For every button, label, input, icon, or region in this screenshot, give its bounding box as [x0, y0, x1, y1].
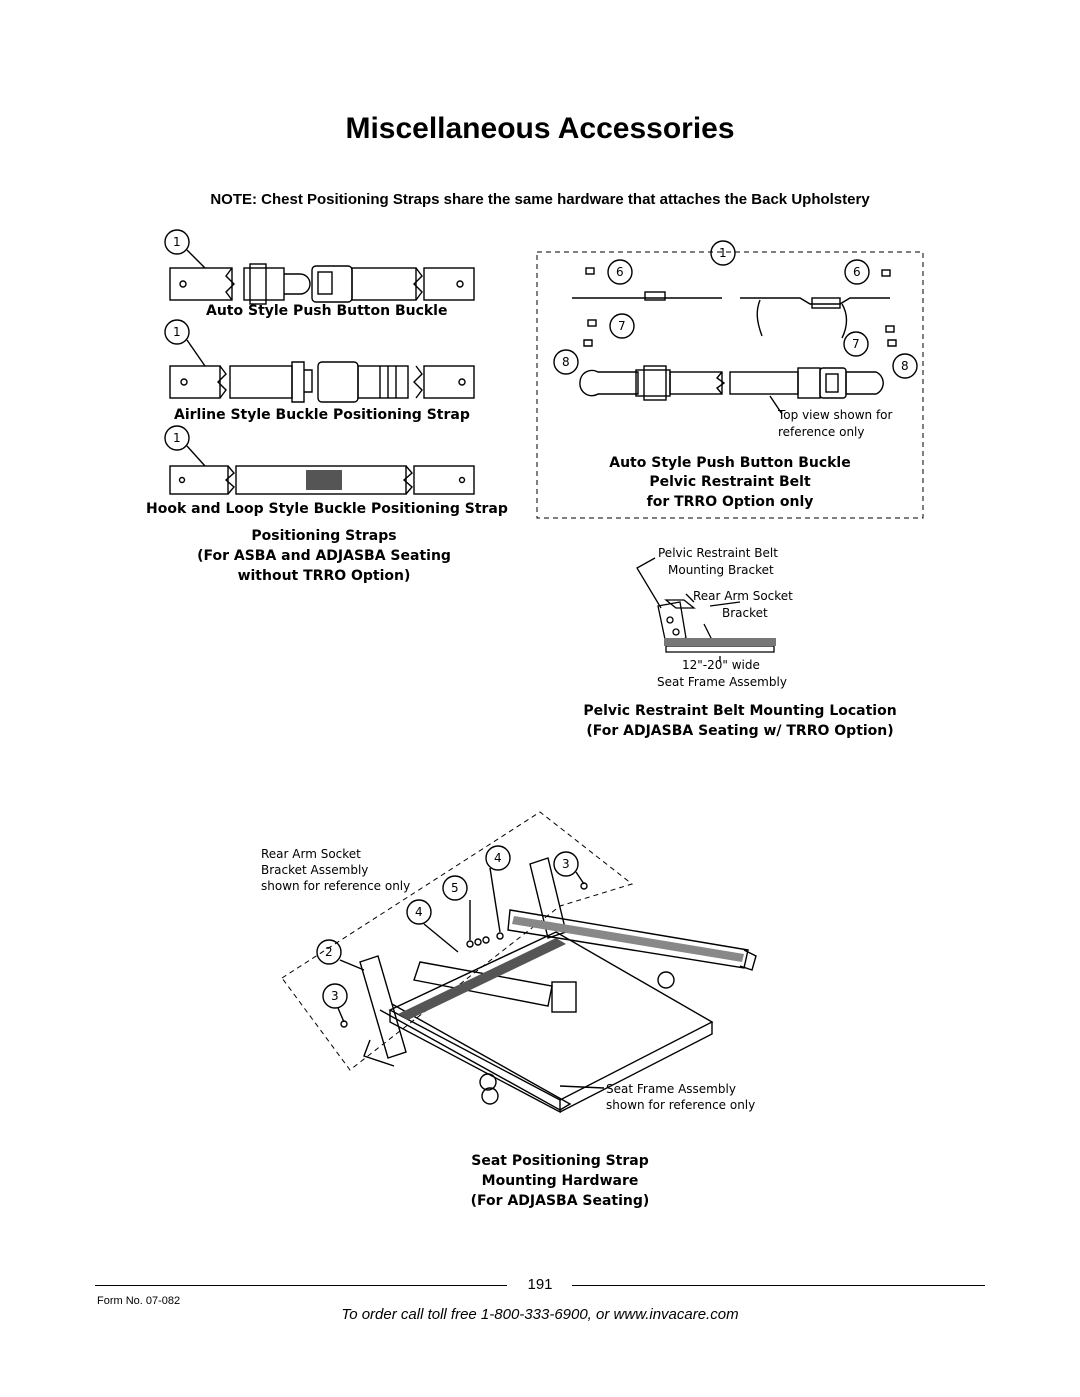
page-number: 191 [527, 1276, 553, 1293]
hardware-note: NOTE: Chest Positioning Straps share the… [210, 191, 870, 208]
seat-label-1: Rear Arm Socket [261, 847, 361, 861]
strap-drawings [164, 229, 475, 495]
pelvic-callout-1: 1 [719, 246, 727, 260]
seat-caption-3: (For ADJASBA Seating) [470, 1193, 650, 1209]
footer-rule-left [95, 1285, 507, 1286]
mounting-location-caption-2: (For ADJASBA Seating w/ TRRO Option) [586, 723, 894, 739]
bracket-label-2: Mounting Bracket [668, 563, 774, 577]
seat-callout-4-right: 4 [494, 851, 502, 865]
seat-label-5: shown for reference only [606, 1098, 756, 1112]
airline-buckle-strap-label: Airline Style Buckle Positioning Strap [174, 407, 470, 423]
seat-caption-1: Seat Positioning Strap [471, 1153, 649, 1169]
top-view-note-2: reference only [778, 425, 865, 439]
seat-callout-5: 5 [451, 881, 459, 895]
callout-1-strap-hook-loop: 1 [173, 431, 181, 445]
seat-callout-2: 2 [325, 945, 333, 959]
bracket-label-3: Rear Arm Socket [693, 589, 793, 603]
pelvic-callout-6-left: 6 [616, 265, 624, 279]
top-view-note-1: Top view shown for [778, 408, 893, 422]
pelvic-belt-drawing [536, 240, 924, 519]
positioning-straps-caption-1: Positioning Straps [251, 528, 397, 544]
seat-label-2: Bracket Assembly [261, 863, 369, 877]
pelvic-callout-8-right: 8 [901, 359, 909, 373]
footer-rule-right [572, 1285, 985, 1286]
seat-label-3: shown for reference only [261, 879, 411, 893]
pelvic-callout-6-right: 6 [853, 265, 861, 279]
order-info: To order call toll free 1-800-333-6900, … [341, 1306, 739, 1323]
seat-callout-3-left: 3 [331, 989, 339, 1003]
callout-1-strap-auto: 1 [173, 235, 181, 249]
positioning-straps-caption-2: (For ASBA and ADJASBA Seating [197, 548, 451, 564]
bracket-label-4: Bracket [722, 606, 768, 620]
seat-callout-3-right: 3 [562, 857, 570, 871]
mounting-location-caption-1: Pelvic Restraint Belt Mounting Location [583, 703, 897, 719]
bracket-label-6: Seat Frame Assembly [657, 675, 787, 689]
seat-drawing [281, 811, 757, 1114]
pelvic-trro-caption-1: Auto Style Push Button Buckle [609, 455, 851, 471]
hook-loop-strap-label: Hook and Loop Style Buckle Positioning S… [146, 501, 508, 517]
pelvic-callout-7-right: 7 [852, 337, 860, 351]
pelvic-trro-caption-3: for TRRO Option only [646, 494, 814, 510]
auto-buckle-strap-label: Auto Style Push Button Buckle [206, 303, 448, 319]
callout-1-strap-airline: 1 [173, 325, 181, 339]
pelvic-callout-7-left: 7 [618, 319, 626, 333]
bracket-label-1: Pelvic Restraint Belt [658, 546, 778, 560]
bracket-label-5: 12"-20" wide [682, 658, 760, 672]
seat-caption-2: Mounting Hardware [481, 1173, 639, 1189]
pelvic-callout-8-left: 8 [562, 355, 570, 369]
page-title: Miscellaneous Accessories [345, 112, 735, 145]
seat-label-4: Seat Frame Assembly [606, 1082, 736, 1096]
form-number: Form No. 07-082 [97, 1295, 181, 1307]
bracket-drawing [636, 557, 776, 662]
pelvic-trro-caption-2: Pelvic Restraint Belt [649, 474, 811, 490]
positioning-straps-caption-3: without TRRO Option) [237, 568, 411, 584]
seat-callout-4-left: 4 [415, 905, 423, 919]
